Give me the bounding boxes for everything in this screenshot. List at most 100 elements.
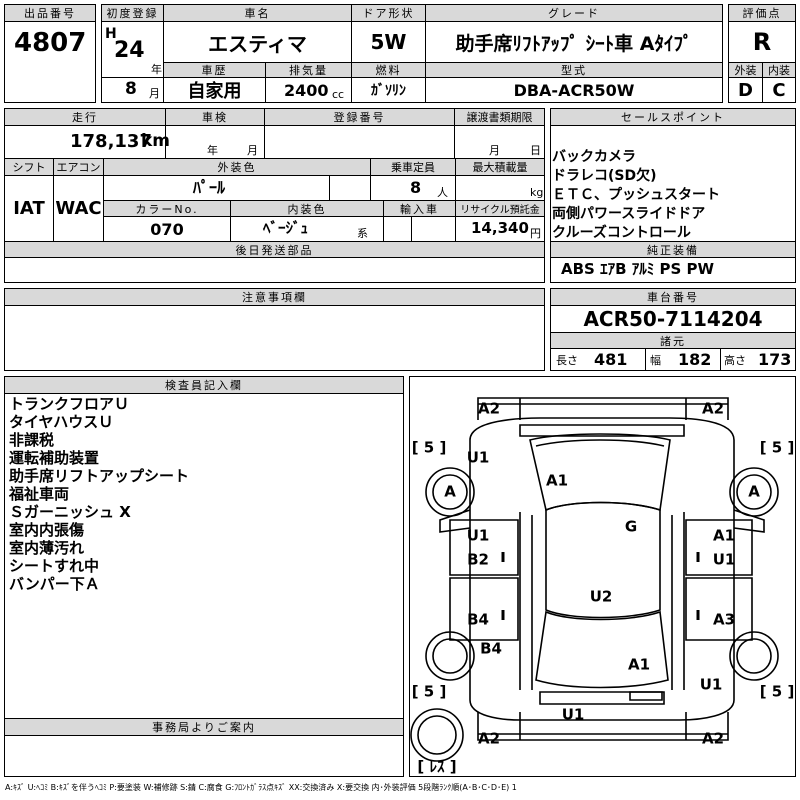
damage-mark: [ ﾚｽ ] <box>417 758 456 776</box>
sales-points-label: セールスポイント <box>550 108 796 126</box>
sales-point: ＥＴＣ、プッシュスタート <box>552 187 720 203</box>
length-label: 長さ <box>556 354 578 367</box>
damage-mark: A <box>748 483 760 501</box>
exterior-grade: D <box>738 79 753 101</box>
rear-glass <box>535 610 669 689</box>
length: 481 <box>594 350 628 369</box>
inspector-item: 室内内張傷 <box>9 521 85 539</box>
equipment-cell <box>550 257 796 283</box>
inspector-list: トランクフロアＵ タイヤハウスＵ 非課税 運転補助装置 助手席リフトアップシート… <box>9 395 189 593</box>
right-rear-door <box>685 577 753 641</box>
reg-month: 8 <box>125 79 137 99</box>
inspector-item: Ｓガーニッシュ X <box>9 503 131 521</box>
left-rear-door <box>449 577 519 641</box>
int-color-unit: 系 <box>357 227 368 240</box>
left-front-door <box>449 519 519 576</box>
damage-mark: B4 <box>467 611 489 629</box>
damage-mark: [ 5 ] <box>760 683 795 701</box>
max-load-label: 最大積載量 <box>455 158 545 176</box>
mileage: 178,137 <box>70 131 152 152</box>
sales-point: 両側パワースライドドア <box>552 206 706 222</box>
inspector-item: トランクフロアＵ <box>9 395 130 413</box>
reg-year: 24 <box>114 38 145 63</box>
later-parts-cell <box>4 257 545 283</box>
damage-mark: [ 5 ] <box>412 439 447 457</box>
chassis-number: ACR50-7114204 <box>583 307 763 331</box>
inspection-year-unit: 年 <box>207 144 218 157</box>
inspector-item: 運転補助装置 <box>9 449 100 467</box>
roof-rail-right <box>671 512 685 690</box>
damage-mark: U1 <box>467 527 490 545</box>
damage-mark: A1 <box>713 527 735 545</box>
width-label: 幅 <box>650 354 661 367</box>
grade: 助手席ﾘﾌﾄｱｯﾌﾟ ｼｰﾄ車 Aﾀｲﾌﾟ <box>455 32 693 55</box>
damage-mark: [ 5 ] <box>760 439 795 457</box>
spare-tire <box>410 708 464 762</box>
damage-mark: G <box>625 518 637 536</box>
inspector-label: 検査員記入欄 <box>4 376 404 394</box>
model-cell: DBA-ACR50W <box>425 77 723 103</box>
left-mirror <box>439 509 471 533</box>
legend: A:ｷｽﾞ U:ﾍｺﾐ B:ｷｽﾞを伴うﾍｺﾐ P:要塗装 W:補修跡 S:錆 … <box>5 783 517 792</box>
color-number-label: カラーNo. <box>103 200 231 217</box>
fuel-label: 燃料 <box>351 62 426 78</box>
height-cell <box>720 348 796 371</box>
capacity-unit: 人 <box>437 186 448 199</box>
displacement-unit: cc <box>332 88 345 101</box>
door-type: 5W <box>370 30 407 54</box>
damage-mark: A2 <box>702 730 724 748</box>
history: 自家用 <box>187 81 242 102</box>
mileage-unit: km <box>141 131 171 151</box>
notes-cell <box>4 305 545 371</box>
body-outline <box>469 417 735 721</box>
height: 173 <box>758 350 792 369</box>
recycle-fee: 14,340 <box>471 219 529 237</box>
score: R <box>752 28 772 56</box>
damage-mark: A2 <box>478 730 500 748</box>
equipment: ABS ｴｱB ｱﾙﾐ PS PW <box>561 260 715 278</box>
inspection-month-unit: 月 <box>247 144 258 157</box>
roof <box>545 501 661 619</box>
height-label: 高さ <box>724 354 746 367</box>
inspector-item: 室内薄汚れ <box>9 539 85 557</box>
ext-color-label: 外装色 <box>103 158 371 176</box>
recycle-unit: 円 <box>530 227 541 240</box>
office-cell <box>4 735 404 777</box>
damage-mark: [ 5 ] <box>412 683 447 701</box>
right-front-door <box>685 519 753 576</box>
right-mirror <box>733 509 765 533</box>
reg-year-unit: 年 <box>151 63 162 76</box>
sales-point: クルーズコントロール <box>552 225 691 241</box>
front-left-tire <box>425 467 475 517</box>
displacement-label: 排気量 <box>265 62 352 78</box>
model: DBA-ACR50W <box>513 80 635 100</box>
fuel: ｶﾞｿﾘﾝ <box>371 83 406 99</box>
damage-mark: B2 <box>467 551 489 569</box>
ext-color: ﾊﾟｰﾙ <box>193 178 226 197</box>
damage-mark: U1 <box>467 449 490 467</box>
damage-mark: U1 <box>562 706 585 724</box>
damage-mark: A1 <box>546 472 568 490</box>
exterior-label: 外装 <box>728 62 763 78</box>
transfer-day-unit: 日 <box>530 144 541 157</box>
shift: IAT <box>13 198 45 219</box>
rear-hatch <box>539 691 665 705</box>
sales-point: ドラレコ(SD欠) <box>552 168 657 184</box>
shift-label: シフト <box>4 158 54 176</box>
inspector-item: 福祉車両 <box>9 485 70 503</box>
displacement: 2400 <box>284 81 329 100</box>
damage-mark: U2 <box>590 588 613 606</box>
damage-mark: U1 <box>713 551 736 569</box>
reg-month-unit: 月 <box>149 87 160 100</box>
car-name: エスティマ <box>208 31 307 56</box>
roof-rail-left <box>519 512 533 690</box>
era: H <box>105 26 117 42</box>
damage-mark: A2 <box>702 400 724 418</box>
rear-left-tire <box>425 631 475 681</box>
inspector-item: バンパー下Ａ <box>9 575 100 593</box>
lot-number: 4807 <box>14 28 87 58</box>
hood-panel <box>519 424 685 437</box>
rear-lights <box>629 691 663 701</box>
